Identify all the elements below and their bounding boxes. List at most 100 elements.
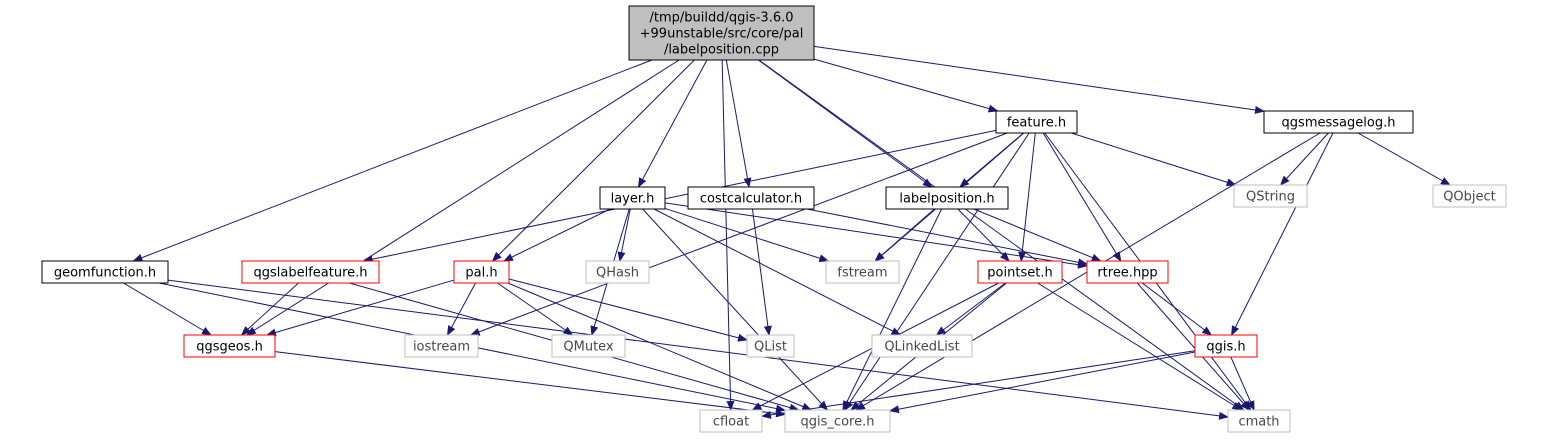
node-QMutex: QMutex <box>551 334 626 358</box>
node-label: geomfunction.h <box>54 266 156 281</box>
node-label: pointset.h <box>987 266 1052 281</box>
edge-feature-to-qgslabelfeature <box>362 129 997 264</box>
node-qgsmessagelog[interactable]: qgsmessagelog.h <box>1263 110 1414 134</box>
node-label: /tmp/buildd/qgis-3.6.0 <box>649 11 793 26</box>
edge-root-to-pal <box>491 59 695 262</box>
node-box <box>746 334 795 358</box>
node-box <box>784 409 891 433</box>
node-qgis[interactable]: qgis.h <box>1194 334 1258 358</box>
edge-layer-to-QLinkedList <box>653 208 902 336</box>
node-box <box>183 334 276 358</box>
edge-labelposition-to-fstream <box>874 208 935 262</box>
edge-qgis-to-cmath <box>1230 356 1255 411</box>
edge-geomfunction-to-cmath <box>167 279 1229 420</box>
node-label: qgis.h <box>1206 340 1245 355</box>
edge-feature-to-QString <box>1071 132 1237 187</box>
edge-feature-to-pointset <box>1018 132 1036 262</box>
node-label: costcalculator.h <box>700 192 802 207</box>
edge-root-to-layer <box>637 59 708 188</box>
edge-pal-to-qgis_core <box>507 282 813 411</box>
edge-root-to-cfloat <box>721 59 735 411</box>
edge-pointset-to-QLinkedList <box>935 282 1006 336</box>
edge-rtree-to-qgis <box>1141 282 1213 336</box>
node-box <box>977 260 1063 284</box>
node-label: labelposition.h <box>899 192 994 207</box>
edge-costcalculator-to-rtree <box>806 208 1088 267</box>
node-label: cfloat <box>713 415 749 430</box>
node-box <box>241 260 380 284</box>
edge-layer-to-pal <box>503 208 611 262</box>
node-root[interactable]: /tmp/buildd/qgis-3.6.0+99unstable/src/co… <box>628 5 815 61</box>
node-box <box>1263 110 1414 134</box>
node-box <box>585 260 650 284</box>
node-qgis_core: qgis_core.h <box>784 409 891 433</box>
edge-qgsmessagelog-to-QString <box>1279 132 1329 186</box>
edge-pal-to-qgsgeos <box>265 279 455 337</box>
edge-pal-to-iostream <box>446 282 476 336</box>
node-label: /labelposition.cpp <box>664 43 779 58</box>
edge-root-to-qgsgeos <box>245 59 680 336</box>
node-label: feature.h <box>1007 116 1066 131</box>
node-qgsgeos[interactable]: qgsgeos.h <box>183 334 276 358</box>
node-box <box>404 334 479 358</box>
edge-qgis-to-cfloat <box>761 350 1196 419</box>
node-label: +99unstable/src/core/pal <box>640 27 804 42</box>
edge-pointset-to-cmath <box>1037 282 1243 411</box>
edge-layer <box>123 45 1451 420</box>
node-label: cmath <box>1238 415 1279 430</box>
edge-qgslabelfeature-to-qgsgeos <box>240 282 299 336</box>
node-layer: /tmp/buildd/qgis-3.6.0+99unstable/src/co… <box>41 5 1507 433</box>
edge-layer-to-QHash <box>617 208 631 262</box>
edge-root-to-cmath <box>758 59 1245 411</box>
node-pointset[interactable]: pointset.h <box>977 260 1063 284</box>
edge-layer-to-qgis_core <box>642 208 829 411</box>
edge-pal-to-QMutex <box>497 282 574 336</box>
edge-qgsgeos-to-qgis_core <box>274 351 786 418</box>
node-box <box>599 186 666 210</box>
node-costcalculator[interactable]: costcalculator.h <box>687 186 815 210</box>
node-QString: QString <box>1233 184 1308 208</box>
edge-feature-to-qgis_core <box>844 132 1030 411</box>
edge-feature-to-iostream <box>469 132 1008 336</box>
edge-pal-to-QList <box>508 278 748 342</box>
node-box <box>885 186 1009 210</box>
node-box <box>628 5 815 61</box>
node-geomfunction[interactable]: geomfunction.h <box>41 260 169 284</box>
node-box <box>871 334 973 358</box>
node-layer[interactable]: layer.h <box>599 186 666 210</box>
node-box <box>1086 260 1169 284</box>
node-feature[interactable]: feature.h <box>995 110 1078 134</box>
node-box <box>453 260 510 284</box>
edge-qgsmessagelog-to-qgis <box>1231 132 1334 336</box>
node-label: QHash <box>596 266 639 281</box>
edge-root-to-geomfunction <box>132 59 653 262</box>
edge-geomfunction-to-qgsgeos <box>123 282 212 336</box>
node-labelposition[interactable]: labelposition.h <box>885 186 1009 210</box>
node-label: qgslabelfeature.h <box>253 266 367 281</box>
node-box <box>995 110 1078 134</box>
node-rtree[interactable]: rtree.hpp <box>1086 260 1169 284</box>
node-QHash: QHash <box>585 260 650 284</box>
node-label: pal.h <box>465 266 497 281</box>
node-label: qgis_core.h <box>801 415 875 430</box>
edge-labelposition-to-pointset <box>957 208 1010 262</box>
edge-labelposition-to-rtree <box>973 208 1102 262</box>
node-QLinkedList: QLinkedList <box>871 334 973 358</box>
node-box <box>1227 409 1291 433</box>
node-QList: QList <box>746 334 795 358</box>
node-box <box>41 260 169 284</box>
edge-layer-to-fstream <box>664 207 830 263</box>
node-label: fstream <box>837 266 887 281</box>
node-cfloat: cfloat <box>699 409 763 433</box>
edge-qgis-to-qgis_core <box>889 351 1196 414</box>
node-box <box>825 260 900 284</box>
node-label: QString <box>1246 190 1295 205</box>
node-qgslabelfeature[interactable]: qgslabelfeature.h <box>241 260 380 284</box>
node-cmath: cmath <box>1227 409 1291 433</box>
node-pal[interactable]: pal.h <box>453 260 510 284</box>
node-label: qgsgeos.h <box>196 340 263 355</box>
edge-costcalculator-to-QList <box>751 208 772 336</box>
node-box <box>551 334 626 358</box>
